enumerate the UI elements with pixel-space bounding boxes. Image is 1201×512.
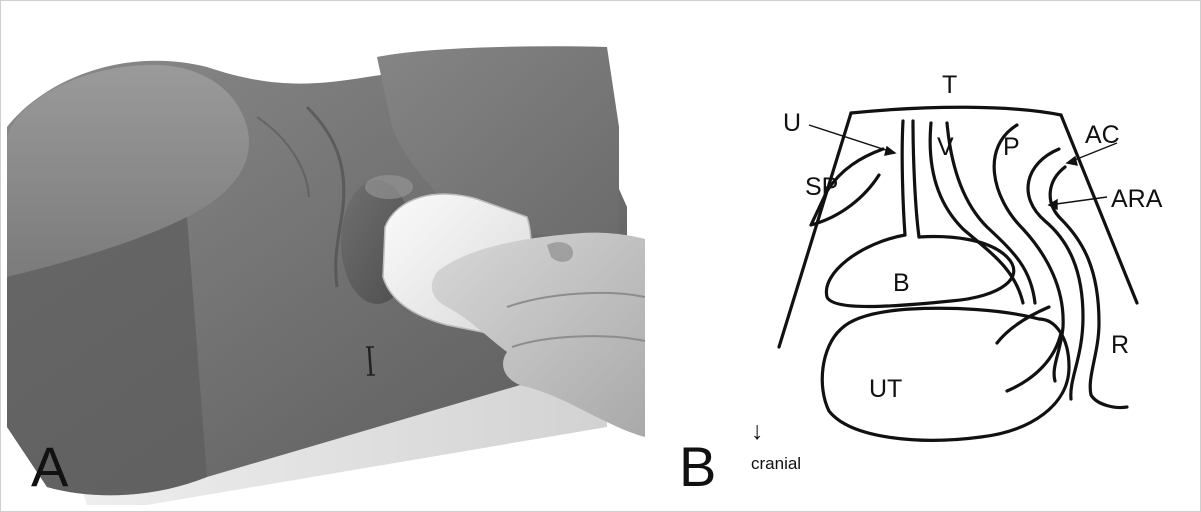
panel-label-b: B — [679, 439, 716, 495]
label-ac: AC — [1085, 121, 1120, 149]
label-u: U — [783, 109, 801, 137]
urethra-line-left — [902, 121, 905, 235]
panel-b-schematic: T U SP V P AC ARA B UT R ↓ cranial B — [651, 7, 1196, 507]
vagina-line-right — [947, 123, 1035, 303]
bladder-outline — [826, 235, 1013, 307]
pointer-u — [809, 125, 895, 153]
pelvic-model-illustration — [7, 7, 645, 507]
panel-label-a: A — [31, 439, 68, 495]
label-p: P — [1003, 133, 1020, 161]
label-ut: UT — [869, 375, 902, 403]
field-left-boundary — [779, 113, 851, 347]
anatomy-schematic: T U SP V P AC ARA B UT R ↓ cranial — [651, 7, 1196, 507]
uterus-outline — [822, 308, 1069, 440]
urethra-line-right — [913, 121, 919, 237]
label-v: V — [937, 133, 954, 161]
label-ara: ARA — [1111, 185, 1163, 213]
uterus-posterior-curve — [1007, 333, 1061, 391]
cranial-arrow-icon: ↓ — [751, 417, 764, 445]
transducer-surface-line — [851, 107, 1061, 115]
label-b: B — [893, 269, 910, 297]
panel-a-photo: A — [7, 7, 645, 507]
label-r: R — [1111, 331, 1129, 359]
label-cranial: cranial — [751, 454, 801, 473]
label-sp: SP — [805, 173, 838, 201]
label-t: T — [942, 71, 957, 99]
